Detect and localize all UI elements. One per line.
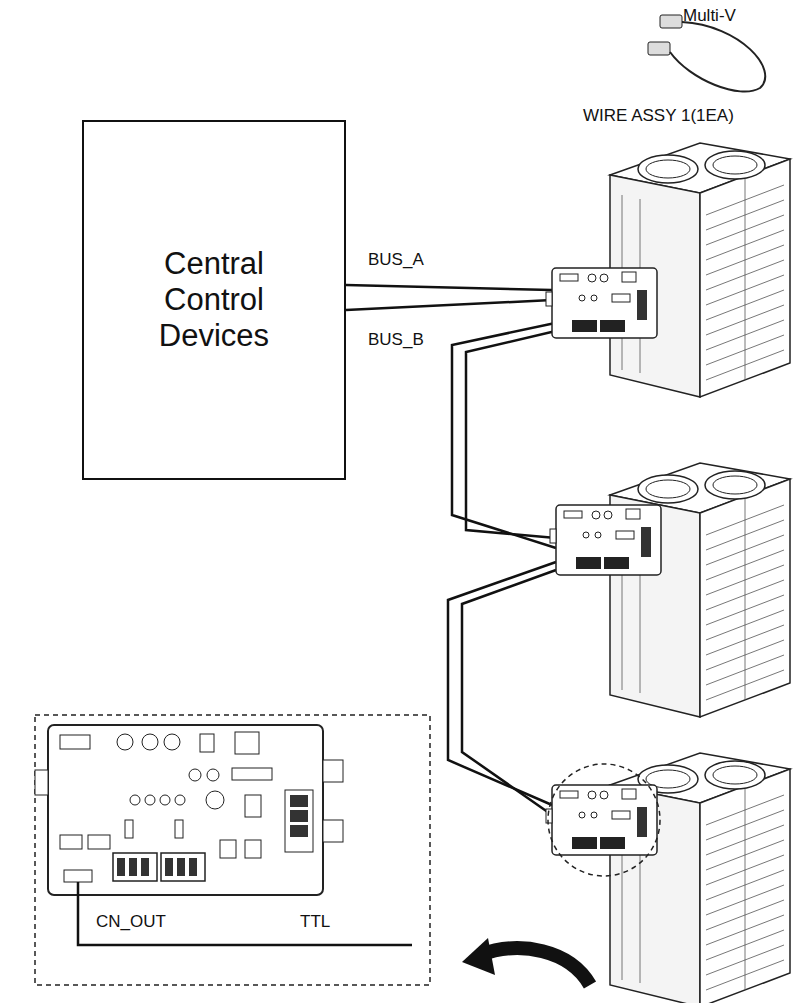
control-box: Central Control Devices (82, 120, 346, 480)
part-label: Multi-V (683, 6, 736, 26)
box-label: Central Control Devices (139, 246, 289, 354)
part-label: CN_OUT (96, 912, 166, 932)
part-label: BUS_B (368, 330, 424, 350)
part-label: WIRE ASSY 1(1EA) (583, 106, 734, 126)
part-label: TTL (300, 912, 330, 932)
part-label: BUS_A (368, 250, 424, 270)
